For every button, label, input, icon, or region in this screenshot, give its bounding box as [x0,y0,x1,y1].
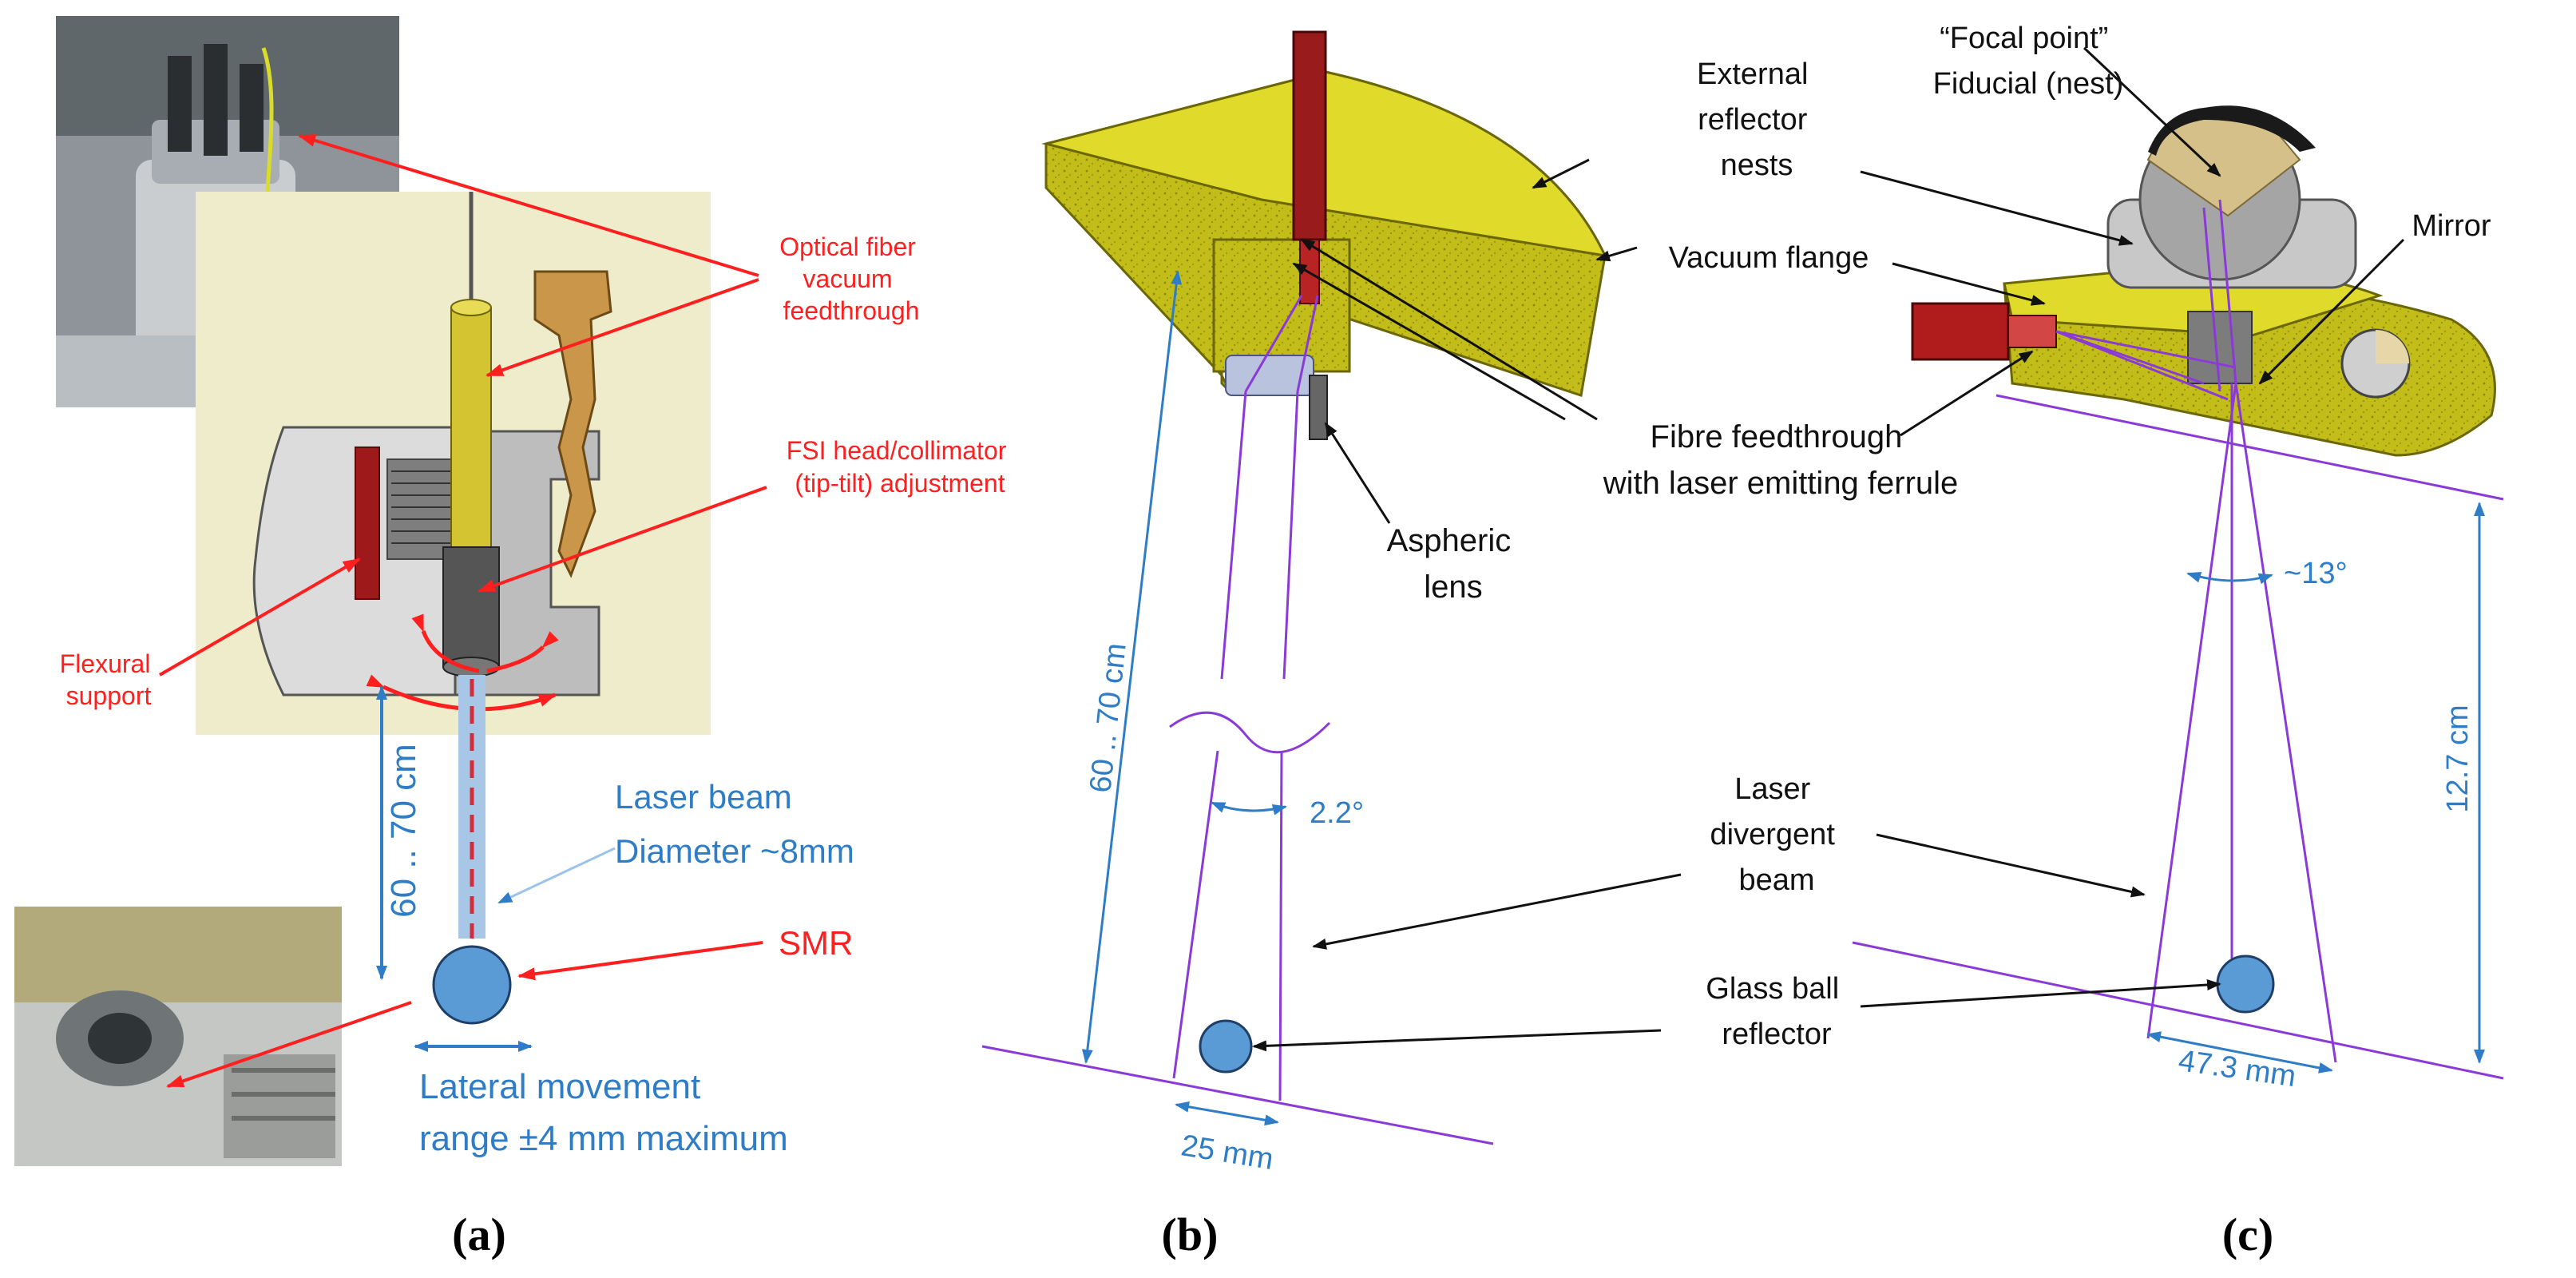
beam-lines-b [981,295,1494,1145]
black-leaders-b [1252,422,1682,1052]
fsi-head-label: FSI head/collimator (tip-tilt) adjustmen… [787,436,1014,498]
glass-ball-c [2216,955,2275,1014]
flange-b [1041,30,1607,440]
photo-smr [14,907,342,1166]
caption-b: (b) [1162,1209,1219,1260]
optical-fiber-label: Optical fiber vacuum feedthrough [779,232,923,325]
focal-point-label: “Focal point” Fiducial (nest) [1933,22,2124,101]
width-label-c: 47.3 mm [2177,1044,2298,1093]
flexural-support-label: Flexural support [60,649,158,710]
vacuum-flange-label: Vacuum flange [1669,241,1869,275]
mirror-label: Mirror [2412,209,2491,243]
panel-b: 60 .. 70 cm 2.2° 25 mm Aspheric lens (b) [981,30,1682,1260]
width-label-b: 25 mm [1179,1129,1275,1177]
red-leaders-a [158,134,767,1088]
beam-lines-c [1852,199,2504,1080]
glass-ball-label: Glass ball reflector [1706,972,1847,1051]
width-arrow-c [2146,1031,2333,1074]
caption-c: (c) [2222,1209,2273,1260]
glass-ball-b [1199,1019,1253,1074]
caption-a: (a) [452,1209,506,1260]
smr-ball [432,945,512,1025]
angle-label-b: 2.2° [1310,796,1364,830]
laser-beam-leader [497,847,616,904]
smr-label: SMR [779,924,853,962]
width-arrow-b [1175,1101,1279,1126]
distance-label-a: 60 .. 70 cm [384,744,423,918]
angle-arc-c [2186,572,2273,585]
external-nests-label: External reflector nests [1697,58,1817,182]
panel-a: 60 .. 70 cm Optical fiber vacuum feedthr… [14,16,1014,1260]
distance-arrow-b [1081,270,1183,1064]
angle-arc-b [1211,801,1287,816]
distance-label-c: 12.7 cm [2441,704,2475,812]
fibre-emitter-c [1911,302,2057,361]
fibre-feedthrough-label: Fibre feedthrough with laser emitting fe… [1603,419,1959,501]
laser-beam-label: Laser beam Diameter ~8mm [615,778,854,870]
aspheric-lens-label: Aspheric lens [1387,523,1520,605]
laser-divergent-label: Laser divergent beam [1710,772,1844,897]
angle-label-c: ~13° [2284,557,2348,590]
panel-c: ~13° 12.7 cm 47.3 mm “Focal point” Fiduc… [1292,22,2504,1260]
lateral-movement-label: Lateral movement range ±4 mm maximum [419,1067,788,1158]
black-leaders-c [1292,46,2405,1008]
